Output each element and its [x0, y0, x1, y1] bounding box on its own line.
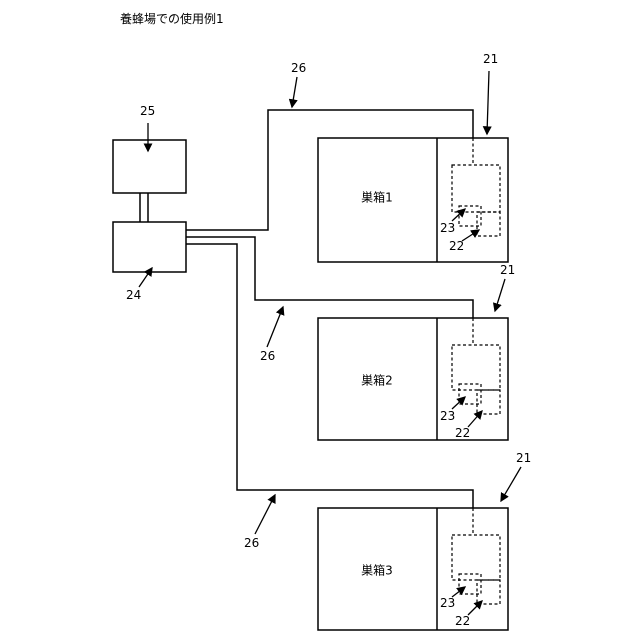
ref-label-23-hive-1: 23: [440, 221, 456, 235]
sensor-box-22-hive-3: [476, 579, 501, 605]
arrow-to-22-hive-1: [461, 229, 481, 242]
ref-label-24: 24: [126, 288, 142, 302]
arrow-to-22-hive-2: [467, 409, 483, 428]
hive-3-label: 巣箱3: [361, 563, 393, 578]
cable-26-to-hive-2: [186, 236, 474, 318]
base-station-box-24: [112, 221, 187, 273]
ref-label-22-hive-3: 22: [455, 614, 471, 628]
sensor-unit-21-hive-2: [451, 344, 501, 391]
arrow-to-23-hive-1: [451, 208, 467, 222]
sensor-box-22-hive-2: [476, 389, 501, 415]
ref-label-21-hive-2: 21: [500, 263, 516, 277]
ref-label-26-hive-3: 26: [244, 536, 260, 550]
ref-label-21-hive-1: 21: [483, 52, 499, 66]
sensor-box-23-hive-2: [458, 383, 482, 405]
arrow-to-22-hive-3: [467, 600, 483, 616]
ref-label-26-hive-2: 26: [260, 349, 276, 363]
arrow-to-26-hive-1: [288, 76, 298, 109]
hive-2-label: 巣箱2: [361, 373, 393, 388]
sensor-unit-21-hive-1: [451, 164, 501, 213]
hive-box-1: [317, 137, 509, 263]
arrow-to-24: [138, 266, 153, 288]
arrow-to-23-hive-3: [451, 586, 467, 598]
sensor-box-22-hive-1: [476, 211, 501, 237]
arrow-to-26-hive-3: [254, 493, 276, 535]
ref-label-23-hive-2: 23: [440, 409, 456, 423]
diagram-title: 養蜂場での使用例1: [120, 12, 224, 26]
ref-label-23-hive-3: 23: [440, 596, 456, 610]
cable-26-to-hive-1: [186, 109, 474, 231]
cable-26-to-hive-3: [186, 243, 474, 508]
hive-1-label: 巣箱1: [361, 190, 393, 205]
control-unit-box-25: [112, 139, 187, 194]
sensor-box-23-hive-3: [458, 573, 482, 595]
ref-label-22-hive-1: 22: [449, 239, 465, 253]
ref-label-22-hive-2: 22: [455, 426, 471, 440]
hive-box-3: [317, 507, 509, 631]
sensor-unit-21-hive-3: [451, 534, 501, 581]
arrow-to-26-hive-2: [266, 305, 285, 348]
arrow-to-21-hive-1: [482, 70, 492, 136]
ref-label-26-hive-1: 26: [291, 61, 307, 75]
arrow-to-21-hive-2: [492, 278, 506, 313]
hive-box-2: [317, 317, 509, 441]
ref-label-21-hive-3: 21: [516, 451, 532, 465]
arrow-to-23-hive-2: [451, 396, 467, 410]
arrow-to-21-hive-3: [500, 466, 522, 503]
ref-label-25: 25: [140, 104, 156, 118]
sensor-box-23-hive-1: [458, 205, 482, 227]
